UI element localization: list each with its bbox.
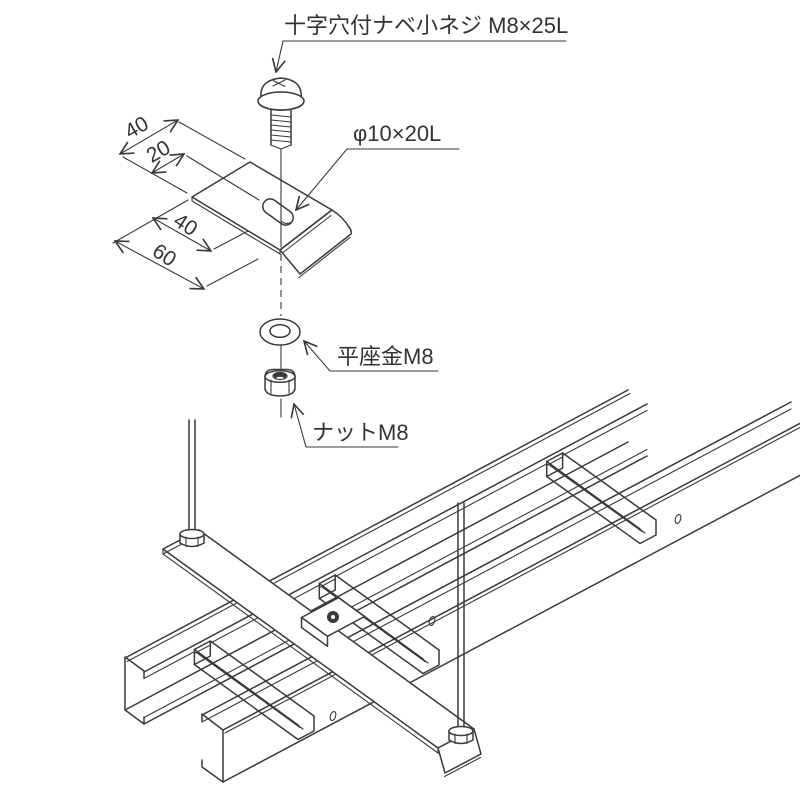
bracket-flange [279,209,352,275]
hex-nut-part [264,368,296,397]
installed-clamp-bracket [300,596,366,648]
callout-nut: ナットM8 [294,404,409,448]
far-rail-end-face [124,656,145,725]
slot-label: φ10×20L [353,121,441,146]
dim-plate-width: 40 [121,112,153,144]
pan-head-screw [257,77,305,150]
callout-washer: 平座金M8 [304,341,439,372]
right-hanger-rod [448,502,474,745]
screw-threads [270,109,292,150]
callouts: 十字穴付ナベ小ネジ M8×25L φ10×20L 平座金M8 ナットM8 [276,13,568,448]
flat-washer-part [259,318,301,346]
nut-thread-hole [273,372,287,379]
ladder-rack [124,389,800,783]
screw-label: 十字穴付ナベ小ネジ M8×25L [284,13,568,38]
bracket-plate-thickness [191,196,281,255]
rung-1 [193,640,315,741]
rung-3 [545,452,657,545]
rung-2 [318,574,440,675]
clamp-bracket-part [191,161,352,279]
right-rod-nut [448,725,474,745]
washer-label: 平座金M8 [337,344,434,369]
dim-depth-total: 60 [148,239,180,271]
left-hanger-rod [179,419,205,548]
callout-slot: φ10×20L [296,121,460,210]
dim-depth-flat: 40 [169,209,201,241]
rail-hole [428,616,436,626]
near-rail [201,401,800,783]
hanger-bar-assembly [162,419,482,778]
nut-label: ナットM8 [312,420,409,445]
left-rod-nut [179,528,205,548]
near-rail-end-face [201,713,224,783]
slot-hole [262,198,294,226]
callout-screw: 十字穴付ナベ小ネジ M8×25L [276,13,568,72]
far-rail [124,389,648,725]
cross-recess-icon [272,79,286,88]
rail-hole [674,514,682,524]
rail-hole [329,711,337,721]
